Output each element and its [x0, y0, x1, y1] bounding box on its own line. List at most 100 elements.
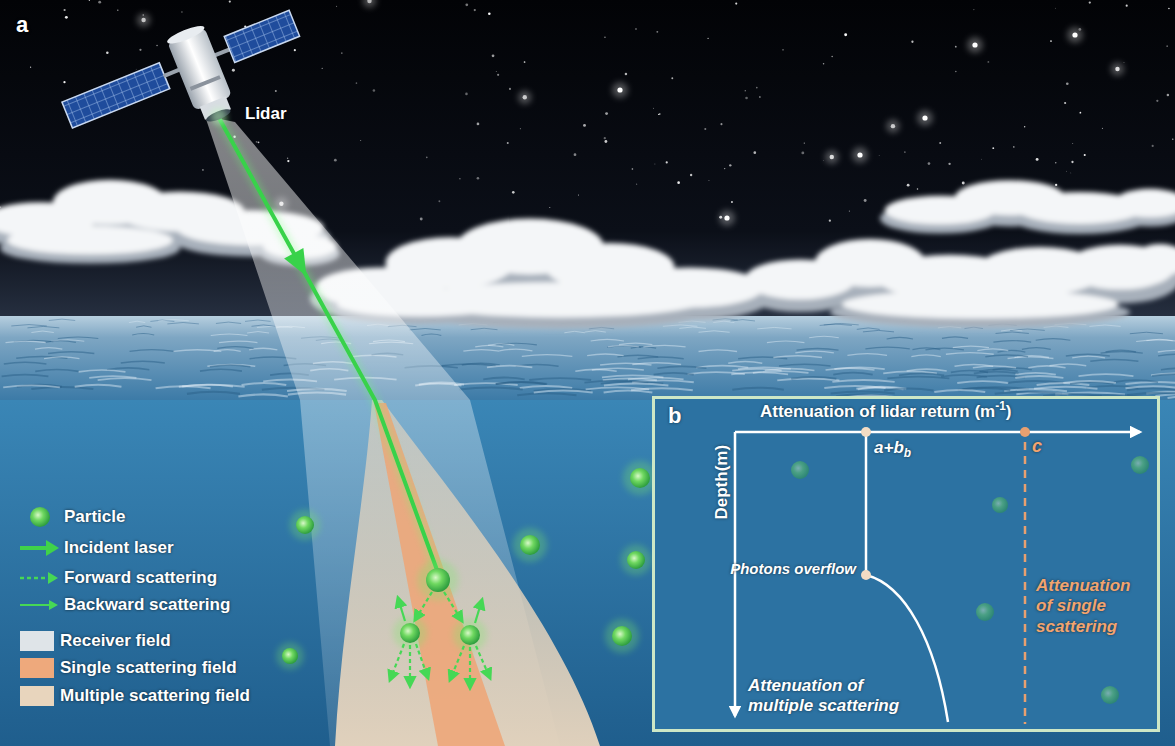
star [654, 163, 656, 165]
wave [791, 377, 836, 379]
scattering-arrows [390, 592, 490, 688]
single-attenuation-curve [865, 432, 868, 575]
wave [1066, 354, 1110, 356]
wave [1063, 381, 1116, 383]
laser-symbol-head [46, 540, 59, 556]
wave [132, 334, 154, 336]
star [438, 200, 440, 202]
wave [728, 361, 762, 363]
particle-glow [453, 618, 487, 652]
star [578, 195, 579, 196]
star [666, 161, 668, 163]
wave [1090, 359, 1138, 361]
star [823, 63, 824, 64]
star [987, 61, 989, 63]
star [30, 67, 31, 68]
wave [757, 327, 791, 328]
legend-text: Particle [64, 507, 125, 527]
star [1166, 45, 1168, 47]
particle [520, 535, 540, 555]
wave [1015, 376, 1063, 378]
star [753, 151, 756, 154]
star [922, 115, 927, 120]
star [636, 184, 637, 185]
star [156, 45, 157, 46]
wave [252, 325, 276, 326]
wave [3, 385, 60, 387]
forward-scattering-arrow [390, 644, 404, 680]
wave [495, 382, 545, 384]
wave [487, 366, 532, 368]
wave [993, 341, 1031, 343]
star [512, 191, 515, 194]
star [65, 16, 68, 19]
wave [638, 357, 684, 359]
particle-glow [418, 560, 459, 601]
star-glow [967, 37, 983, 53]
star [202, 169, 203, 170]
wave [585, 331, 606, 332]
star [724, 215, 729, 220]
particle-symbol [30, 507, 50, 527]
star [287, 158, 288, 159]
star [745, 90, 746, 91]
star [336, 6, 337, 7]
wave [826, 368, 875, 370]
wave [564, 331, 584, 332]
inset-panel-ground [652, 396, 1160, 732]
legend-symbol [18, 566, 60, 590]
wave [410, 328, 441, 329]
wave [98, 378, 152, 380]
wave [130, 350, 175, 352]
star [911, 41, 913, 43]
star [64, 9, 66, 11]
star [1066, 82, 1069, 85]
star [574, 153, 577, 156]
star [708, 180, 710, 182]
wave [1136, 340, 1175, 342]
star [63, 81, 65, 83]
star [704, 128, 706, 130]
star [1054, 7, 1056, 9]
wave [957, 381, 1008, 383]
star [1078, 28, 1081, 31]
wave [421, 334, 441, 336]
star [830, 155, 834, 159]
legend-text: Forward scattering [64, 568, 217, 588]
backward-symbol-head [49, 600, 58, 610]
wave [973, 366, 1016, 368]
star-glow [719, 210, 735, 226]
wave [865, 347, 909, 349]
star [142, 14, 144, 16]
legend-text: Backward scattering [64, 595, 230, 615]
wave [713, 319, 738, 320]
wave [1037, 383, 1090, 385]
wave [517, 393, 576, 395]
wave [182, 385, 233, 387]
wave [219, 341, 257, 343]
legend-entry: Incident laser [18, 536, 174, 560]
star [656, 31, 658, 33]
star [745, 97, 748, 100]
wave [2, 375, 49, 377]
legend-swatch [20, 686, 54, 706]
star [731, 201, 733, 203]
wave [941, 375, 987, 377]
wave [488, 344, 514, 346]
satellite [54, 0, 319, 176]
star [632, 168, 634, 170]
wave [211, 334, 248, 336]
legend-swatch [20, 631, 54, 651]
wave [1152, 374, 1175, 376]
star [822, 160, 824, 162]
wave [1106, 350, 1136, 352]
wave [35, 369, 78, 371]
star [604, 140, 607, 143]
wave [462, 363, 500, 365]
wave [1036, 339, 1071, 341]
star [465, 3, 468, 6]
wave [977, 349, 1008, 351]
star [659, 113, 661, 115]
wave [1089, 325, 1120, 326]
star-glow [612, 82, 628, 98]
